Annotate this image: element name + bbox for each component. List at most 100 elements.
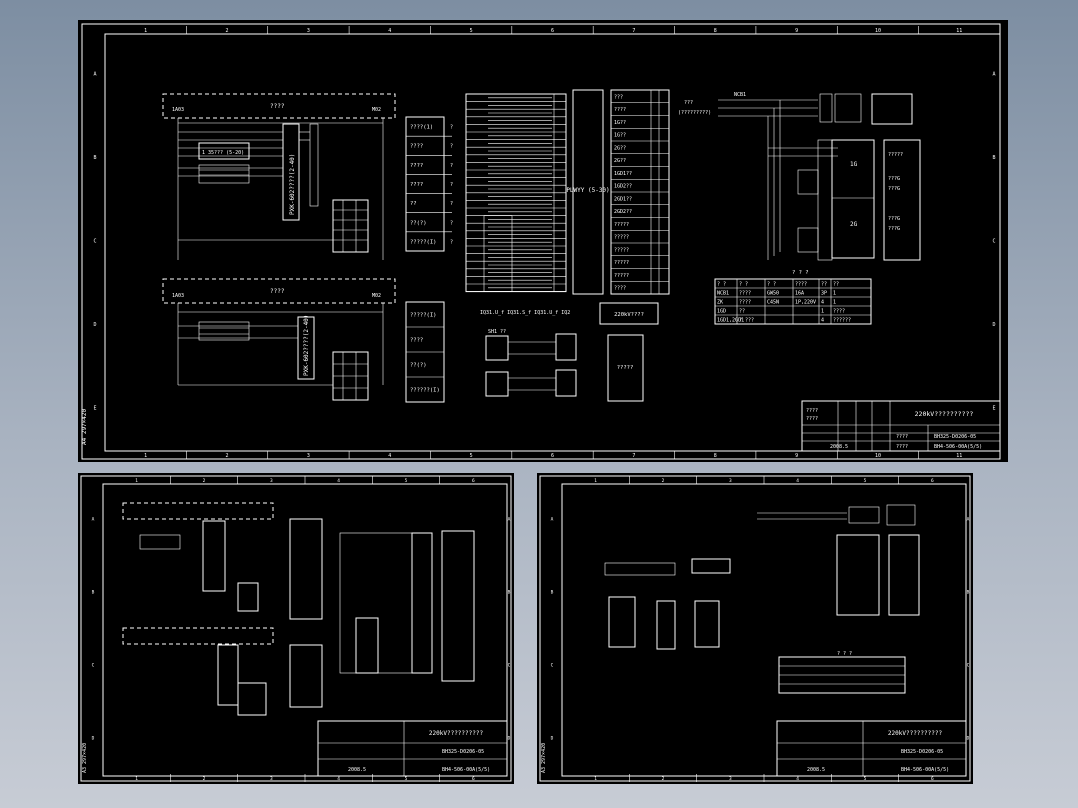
svg-text:???G: ???G [888, 176, 900, 182]
svg-text:1G: 1G [850, 161, 858, 168]
bottom-bus-label: ???? [270, 288, 285, 295]
row-letter: D [92, 736, 95, 742]
column-number: 7 [632, 28, 635, 34]
mid-box-marker: ? [450, 144, 453, 150]
svg-text:NCB1: NCB1 [734, 92, 746, 98]
row-letter: C [93, 239, 96, 245]
preview-left-title: 220kV?????????? [429, 730, 484, 737]
row-letter: D [992, 322, 995, 328]
row-letter: A [508, 517, 511, 523]
signal-list-item: ???? [614, 107, 626, 113]
svg-text:???G: ???G [888, 216, 900, 222]
bom-cell: ? ? [739, 282, 748, 288]
svg-text:? ? ?: ? ? ? [837, 651, 852, 657]
column-number: 1 [594, 776, 597, 782]
column-number: 2 [203, 776, 206, 782]
indicator-panel [883, 139, 921, 261]
bom-cell: ?????? [833, 318, 851, 324]
signal-list-item: ????? [614, 273, 629, 279]
column-number: 3 [729, 776, 732, 782]
signal-list-item: ????? [614, 235, 629, 241]
svg-text:A3 297×420: A3 297×420 [541, 743, 547, 773]
mid-box-marker: ? [450, 201, 453, 207]
column-number: 4 [796, 776, 799, 782]
device-b-box [198, 321, 250, 341]
column-number: 3 [729, 478, 732, 484]
column-number: 9 [795, 28, 798, 34]
column-number: 5 [405, 776, 408, 782]
column-number: 2 [662, 776, 665, 782]
relay-box-top [282, 123, 300, 221]
column-number: 1 [594, 478, 597, 484]
terminal-block-main [465, 93, 567, 293]
row-letter: A [992, 72, 995, 78]
mid-box-label: ????(1) [410, 125, 433, 131]
bom-cell: 1 [833, 291, 836, 297]
mid-box-label: ???? [410, 163, 423, 169]
row-letter: E [93, 405, 96, 411]
bom-cell: ???? [795, 282, 807, 288]
column-number: 10 [875, 28, 881, 34]
mid-box-label: ?????(I) [410, 239, 437, 245]
relay-label-bottom: PXK-602????(2-40) [303, 315, 310, 376]
table-title: ? ? ? [792, 270, 809, 276]
row-letter: D [967, 736, 970, 742]
mid-box-marker: ? [450, 220, 453, 226]
column-number: 4 [337, 478, 340, 484]
terminal-block-label: PLWYY (5-30) [566, 187, 609, 194]
mid-box-label: ???? [410, 144, 423, 150]
column-number: 1 [144, 28, 147, 34]
bom-cell: ZK [717, 300, 723, 306]
mid-box-marker: ? [450, 163, 453, 169]
row-letter: A [967, 517, 970, 523]
bom-cell: ? ? [717, 282, 726, 288]
column-number: 11 [956, 28, 962, 34]
column-number: 4 [337, 776, 340, 782]
column-number: 3 [307, 453, 310, 459]
mid-box-label: ???? [410, 182, 423, 188]
svg-text:BH4-506-00A(5/5): BH4-506-00A(5/5) [901, 767, 949, 773]
svg-text:2008.5: 2008.5 [348, 767, 366, 773]
title-block: 220kV?????????? ???? ???? ???? ???? BH32… [801, 400, 1001, 452]
top-bus-box [162, 93, 396, 119]
row-letter: B [93, 155, 96, 161]
bom-cell: 1P,220V [795, 300, 816, 306]
signal-list-item: ????? [614, 260, 629, 266]
relay-label-top: PXK-602????(2-40) [289, 154, 296, 215]
svg-text:BH325-D0206-05: BH325-D0206-05 [442, 749, 484, 755]
svg-text:???G: ???G [888, 226, 900, 232]
column-number: 7 [632, 453, 635, 459]
svg-text:2008.5: 2008.5 [807, 767, 825, 773]
station-box [599, 302, 659, 325]
mid-box-label: ?? [410, 201, 417, 207]
column-number: 8 [714, 28, 717, 34]
column-number: 2 [226, 453, 229, 459]
row-letter: D [93, 322, 96, 328]
mid-box-marker: ? [450, 182, 453, 188]
row-letter: D [551, 736, 554, 742]
mid-box-low-label: ??????(I) [410, 388, 440, 394]
mid-box-group: ????(1)?????????????????????(?)??????(I)… [405, 116, 453, 252]
switch-panel [831, 139, 875, 259]
row-letter: C [967, 663, 970, 669]
signal-list-item: ????? [614, 222, 629, 228]
column-number: 6 [472, 776, 475, 782]
row-letter: B [92, 590, 95, 596]
bom-cell: GW50 [767, 291, 779, 297]
signal-list-item: 2GD2?? [614, 209, 632, 215]
drawing-number: BH325-D0206-05 [934, 434, 976, 440]
column-number: 4 [796, 478, 799, 484]
relay-box-bottom [297, 316, 315, 380]
svg-text:????: ???? [806, 408, 818, 414]
row-letter: C [92, 663, 95, 669]
column-number: 6 [472, 478, 475, 484]
column-number: 3 [307, 28, 310, 34]
signal-list-item: 2G?? [614, 158, 626, 164]
svg-text:???: ??? [684, 100, 693, 106]
